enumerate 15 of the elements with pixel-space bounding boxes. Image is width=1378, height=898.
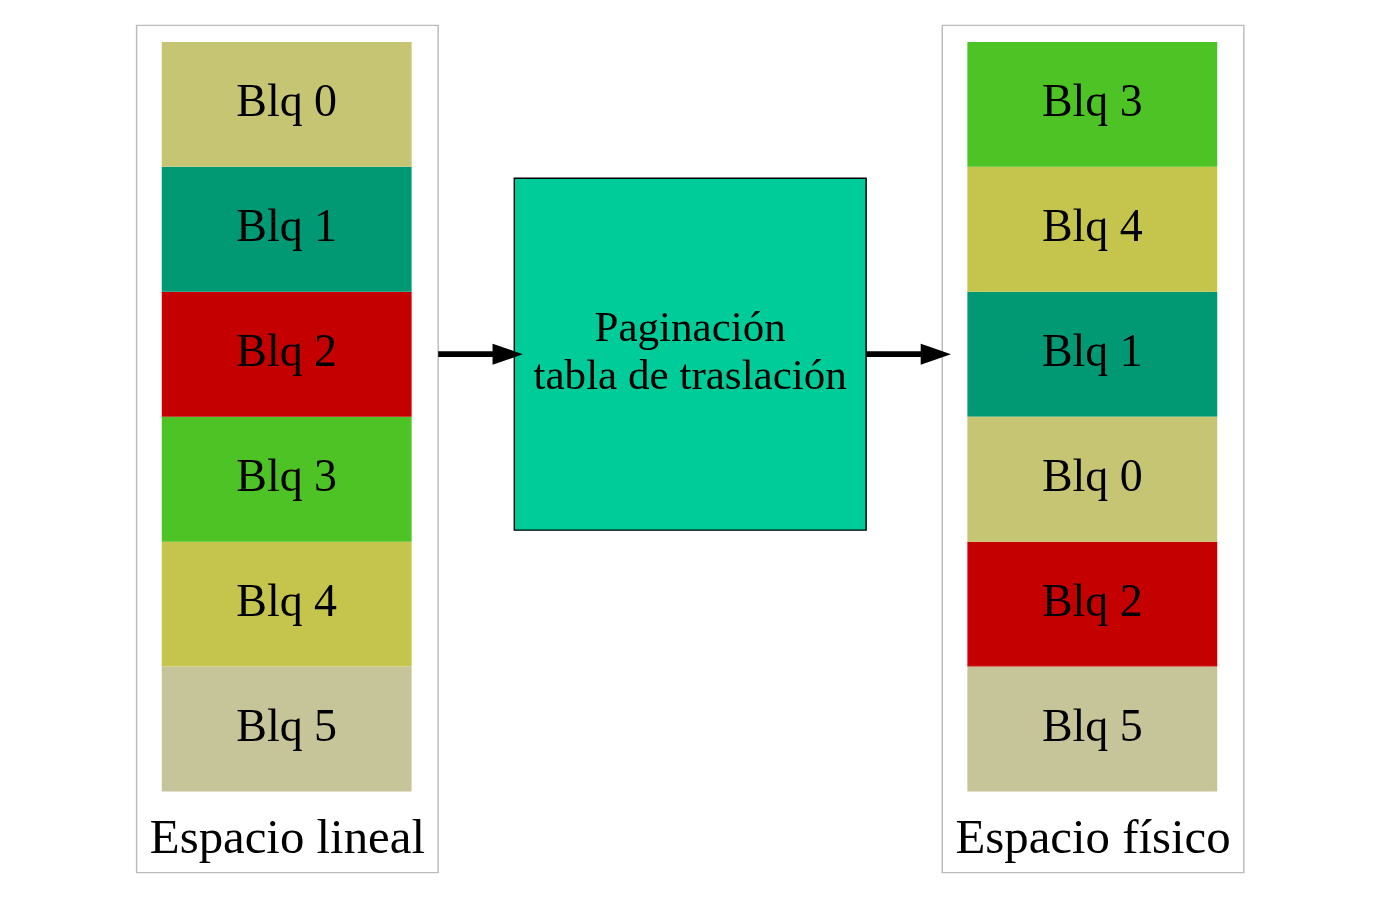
node-box: Blq 4 [161, 541, 412, 667]
node-box: Blq 5 [966, 666, 1217, 792]
node-box: Blq 1 [161, 166, 412, 292]
node-box: Blq 4 [966, 166, 1217, 292]
arrow [865, 343, 951, 365]
node-box: Blq 3 [966, 41, 1217, 167]
node-box: Blq 2 [161, 291, 412, 417]
node-box: Blq 5 [161, 666, 412, 792]
node-box: Blq 0 [966, 416, 1217, 542]
node-box: Blq 1 [966, 291, 1217, 417]
node-box: Blq 2 [966, 541, 1217, 667]
node-box: Paginación tabla de traslación [513, 177, 867, 531]
node-box: Blq 0 [161, 41, 412, 167]
arrow [437, 343, 523, 365]
node-box: Blq 3 [161, 416, 412, 542]
